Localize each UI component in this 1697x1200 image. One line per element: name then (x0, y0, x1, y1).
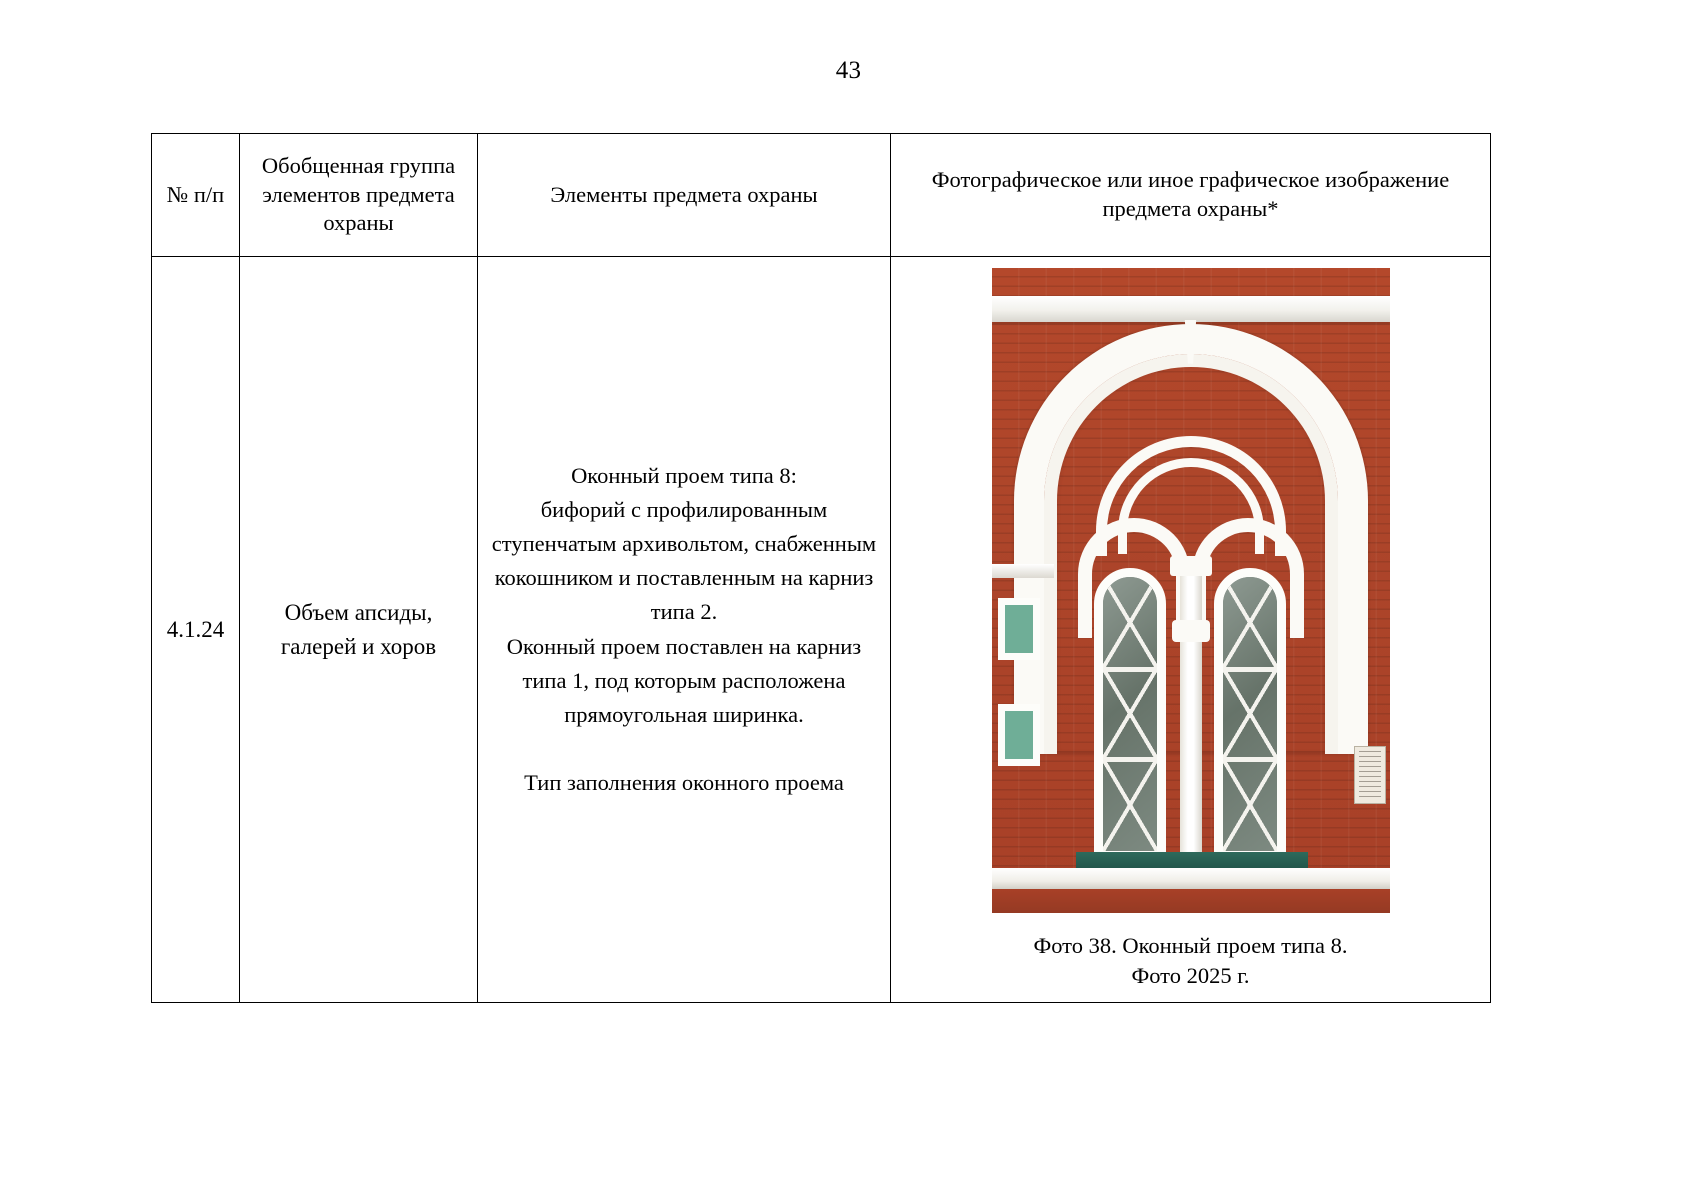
column-header-group: Обобщенная группа элементов предмета охр… (239, 133, 478, 257)
elements-line-7: типа 1, под которым расположена (522, 667, 846, 693)
window-left-pane-3 (1102, 759, 1157, 851)
window-left-mullion-2 (1102, 757, 1157, 763)
cell-element-group: Объем апсиды, галерей и хоров (239, 256, 478, 1003)
elements-line-6: Оконный проем поставлен на карниз (506, 633, 862, 659)
column-header-number: № п/п (151, 133, 240, 257)
cell-protection-elements: Оконный проем типа 8: бифорий с профилир… (477, 256, 891, 1003)
window-left-pane-1 (1102, 576, 1157, 668)
tympanum-arc-inner (1117, 457, 1264, 554)
cell-photograph: Фото 38. Оконный проем типа 8. Фото 2025… (890, 256, 1491, 1003)
column-header-number-label: № п/п (166, 181, 225, 207)
window-right (1213, 567, 1286, 860)
item-number-value: 4.1.24 (166, 616, 225, 642)
elements-line-4: кокошником и поставленным на карниз (494, 565, 874, 591)
elements-line-1: Оконный проем типа 8: (571, 462, 797, 488)
window-left (1093, 567, 1166, 860)
window-right-pane-2 (1222, 667, 1277, 760)
paragraph-spacer (478, 732, 890, 766)
facade-photograph (991, 267, 1390, 913)
colonnette-capital (1169, 555, 1212, 576)
kokoshnik-keystone (1184, 319, 1197, 364)
window-right-mullion-1 (1222, 667, 1277, 673)
table-header-row: № п/п Обобщенная группа элементов предме… (151, 133, 1491, 257)
side-window-upper (997, 597, 1040, 660)
photo-caption: Фото 38. Оконный проем типа 8. Фото 2025… (891, 931, 1490, 992)
lower-cornice (991, 867, 1390, 890)
wall-plaque (1353, 745, 1386, 804)
photo-caption-line-2: Фото 2025 г. (1131, 963, 1250, 988)
window-right-pane-1 (1222, 576, 1277, 668)
window-right-mullion-2 (1222, 757, 1277, 763)
column-header-photo: Фотографическое или иное графическое изо… (890, 133, 1491, 257)
column-header-elements-label: Элементы предмета охраны (550, 181, 818, 207)
elements-line-8: прямоугольная ширинка. (564, 701, 804, 727)
column-header-group-label: Обобщенная группа элементов предмета охр… (261, 152, 456, 236)
colonnette-ring (1171, 619, 1210, 642)
lower-wall (991, 888, 1390, 913)
page-number: 43 (835, 57, 862, 84)
window-left-mullion-1 (1102, 667, 1157, 673)
window-right-pane-3 (1222, 759, 1277, 851)
photo-caption-line-1: Фото 38. Оконный проем типа 8. (1033, 932, 1348, 958)
column-header-photo-label: Фотографическое или иное графическое изо… (931, 167, 1450, 221)
elements-line-2: бифорий с профилированным (540, 496, 828, 522)
element-group-line-1: Объем апсиды, (284, 600, 433, 626)
column-header-elements: Элементы предмета охраны (477, 133, 891, 257)
table-row: 4.1.24 Объем апсиды, галерей и хоров Око… (151, 256, 1491, 1003)
cell-item-number: 4.1.24 (151, 256, 240, 1003)
window-left-pane-2 (1102, 667, 1157, 760)
protection-subject-table: № п/п Обобщенная группа элементов предме… (151, 133, 1491, 1003)
elements-line-3: ступенчатым архивольтом, снабженным (491, 531, 877, 557)
upper-cornice (991, 295, 1390, 322)
side-ledge (991, 563, 1054, 578)
side-window-lower (997, 703, 1040, 766)
element-group-line-2: галерей и хоров (280, 633, 437, 659)
elements-line-5: типа 2. (650, 599, 718, 625)
central-colonnette (1179, 567, 1202, 873)
window-sill-green (1075, 851, 1308, 868)
elements-fill-type: Тип заполнения оконного проема (524, 770, 844, 796)
